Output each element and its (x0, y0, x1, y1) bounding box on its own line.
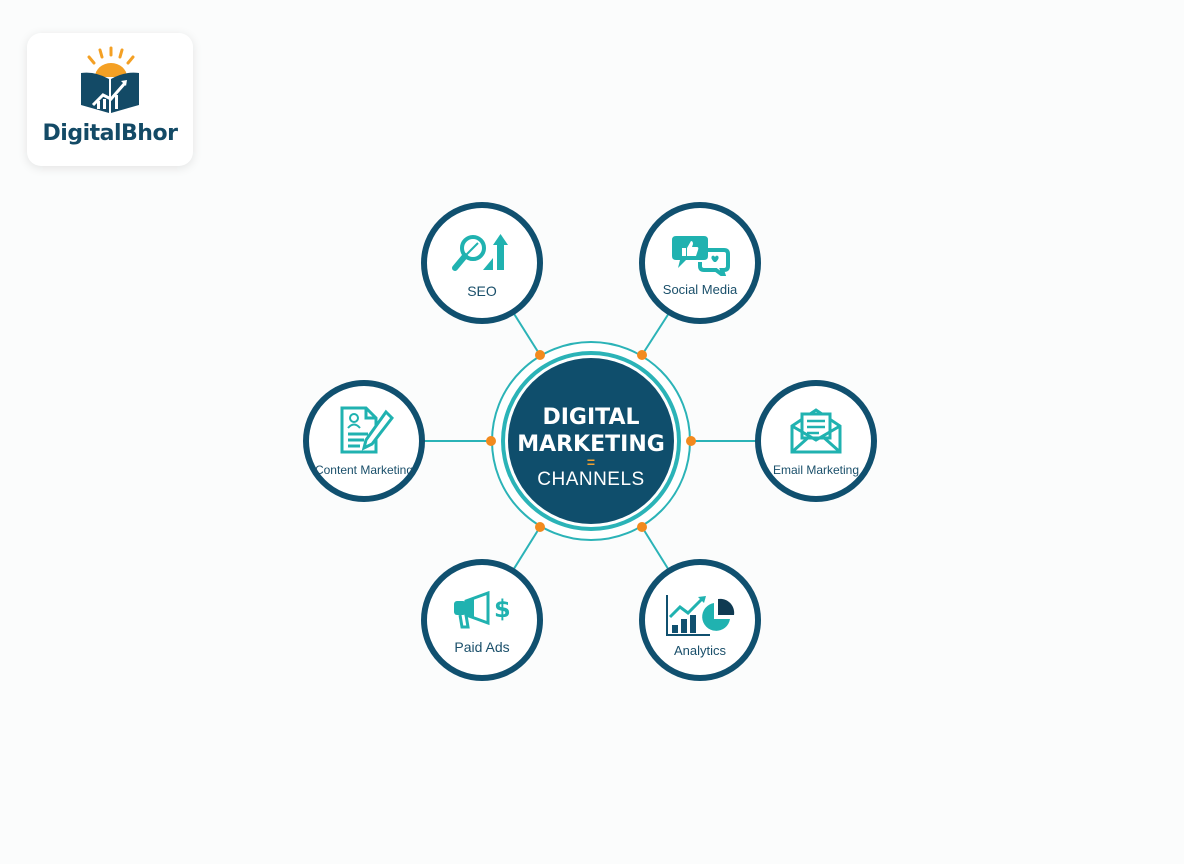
brand-logo-card: DigitalBhor (27, 33, 193, 166)
book-sun-growth-icon (81, 46, 139, 113)
chart-pie-icon (666, 595, 735, 636)
channel-node-paid-ads[interactable]: $ Paid Ads (421, 559, 543, 681)
channel-node-content-marketing[interactable]: Content Marketing (303, 380, 425, 502)
channel-node-seo[interactable]: SEO (421, 202, 543, 324)
channel-node-email-marketing[interactable]: Email Marketing (755, 380, 877, 502)
brand-name: DigitalBhor (42, 121, 178, 146)
center-line-1: DIGITAL (542, 405, 640, 430)
channel-label: SEO (467, 283, 497, 299)
channel-node-social-media[interactable]: Social Media (639, 202, 761, 324)
chat-bubbles-like-icon (672, 236, 730, 276)
center-line-3: CHANNELS (537, 469, 645, 490)
megaphone-dollar-icon: $ (454, 591, 511, 629)
channel-label: Analytics (673, 643, 727, 658)
channel-label: Social Media (662, 282, 738, 297)
channel-node-analytics[interactable]: Analytics (639, 559, 761, 681)
channel-label: Email Marketing (772, 463, 860, 477)
channel-label: Content Marketing (314, 463, 414, 477)
center-separator: = (586, 454, 596, 470)
channel-label: Paid Ads (454, 639, 510, 655)
center-line-2: MARKETING (517, 432, 665, 457)
center-hub (508, 358, 674, 524)
open-envelope-icon (790, 408, 842, 454)
center-title: DIGITAL MARKETING = CHANNELS (500, 360, 682, 522)
magnifier-growth-icon (452, 234, 508, 271)
document-pencil-icon (340, 406, 394, 454)
svg-text:$: $ (494, 595, 511, 623)
